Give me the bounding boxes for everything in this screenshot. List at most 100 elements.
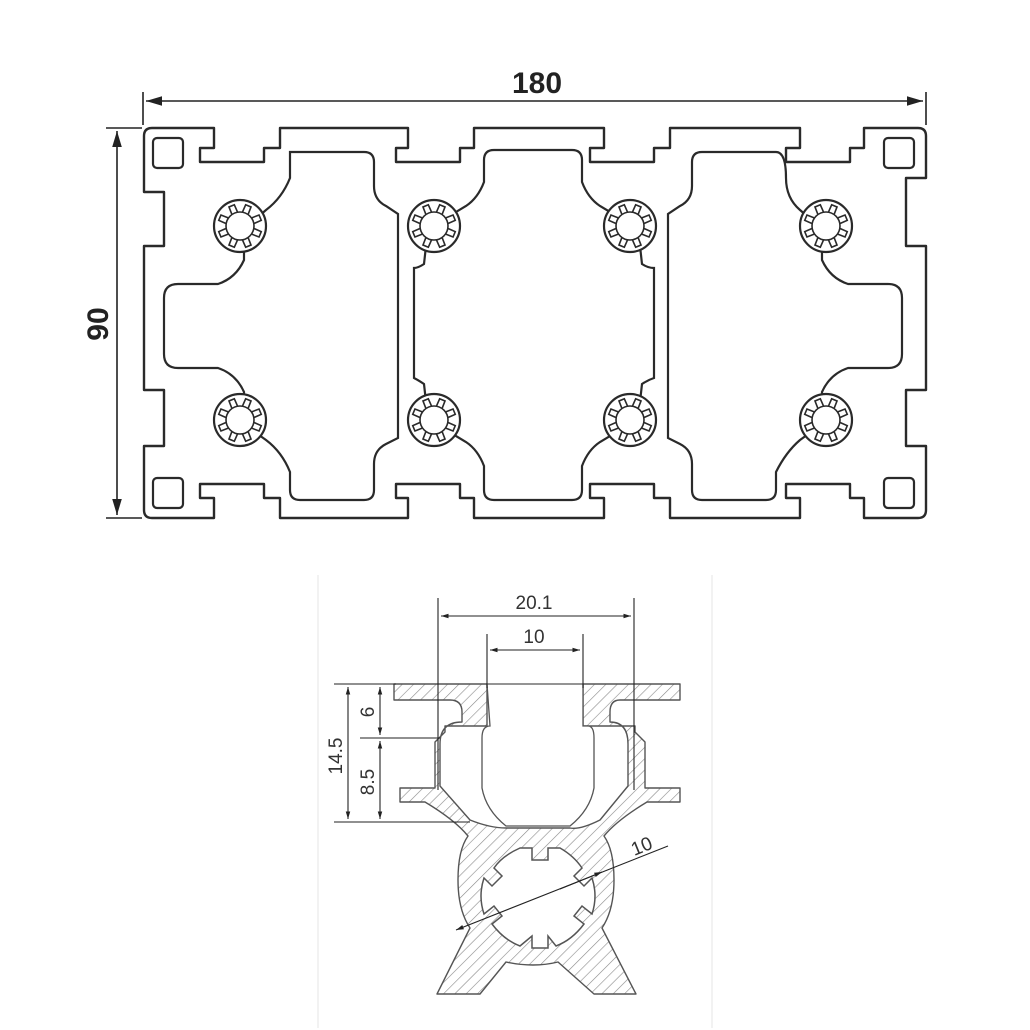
bore-notch xyxy=(813,397,825,409)
bore-notch xyxy=(837,407,849,419)
bore-notch xyxy=(631,237,643,249)
bore-notch xyxy=(827,203,839,215)
bore-notch xyxy=(241,397,253,409)
core-bore xyxy=(212,198,268,254)
bore-notch xyxy=(241,431,253,443)
bore-notch xyxy=(217,227,229,239)
bore-notch xyxy=(827,237,839,249)
core-diameter-arrow xyxy=(559,871,603,890)
bore-notch xyxy=(803,407,815,419)
bore-notch xyxy=(411,213,423,225)
slot-width-label: 10 xyxy=(523,627,544,648)
bore-notch xyxy=(607,227,619,239)
bore-notch xyxy=(607,421,619,433)
slot-opening xyxy=(481,683,595,827)
bore-notch xyxy=(617,397,629,409)
bore-notch xyxy=(631,431,643,443)
core-bore xyxy=(798,392,854,448)
width-label: 180 xyxy=(512,67,562,100)
bore-notch xyxy=(445,227,457,239)
bore-notch xyxy=(421,203,433,215)
corner-square-hole xyxy=(151,136,185,170)
core-bores xyxy=(212,198,854,448)
lower-label: 8.5 xyxy=(358,769,379,795)
bore-notch xyxy=(641,421,653,433)
height-label: 90 xyxy=(82,307,115,340)
upper-label: 6 xyxy=(358,707,379,718)
bore-inner-circle xyxy=(419,405,449,435)
bore-notch xyxy=(827,397,839,409)
bore-notch xyxy=(631,397,643,409)
bore-notch xyxy=(217,407,229,419)
bore-notch xyxy=(803,213,815,225)
bore-notch xyxy=(435,237,447,249)
bore-notch xyxy=(435,203,447,215)
main-profile-view: 180 90 xyxy=(82,67,928,520)
bore-notch xyxy=(217,421,229,433)
core-bore xyxy=(602,198,658,254)
bore-notch xyxy=(813,431,825,443)
bore-notch xyxy=(435,397,447,409)
core-bore xyxy=(406,392,462,448)
bore-notch xyxy=(445,213,457,225)
bore-notch xyxy=(827,431,839,443)
bore-notch xyxy=(813,237,825,249)
bore-teeth xyxy=(217,203,849,443)
corner-square-hole xyxy=(882,136,916,170)
bore-inner-circle xyxy=(615,211,645,241)
bore-notch xyxy=(411,227,423,239)
bore-notch xyxy=(227,397,239,409)
bore-notch xyxy=(411,407,423,419)
bore-notch xyxy=(217,213,229,225)
bore-notch xyxy=(421,431,433,443)
core-bore xyxy=(406,198,462,254)
bore-notch xyxy=(445,421,457,433)
bore-notch xyxy=(227,237,239,249)
corner-square-hole xyxy=(882,476,916,510)
bore-notch xyxy=(641,407,653,419)
bore-notch xyxy=(411,421,423,433)
bore-inner-circle xyxy=(811,211,841,241)
outer-width-label: 20.1 xyxy=(516,593,553,614)
corner-square-hole xyxy=(151,476,185,510)
bore-notch xyxy=(241,237,253,249)
slot-cross-section xyxy=(393,683,681,995)
bore-inner-circle xyxy=(419,211,449,241)
bore-notch xyxy=(227,203,239,215)
bore-notch xyxy=(837,227,849,239)
bore-notch xyxy=(435,431,447,443)
core-bore xyxy=(212,392,268,448)
bore-notch xyxy=(607,213,619,225)
core-diameter-label: 10 xyxy=(628,833,655,860)
bore-notch xyxy=(803,227,815,239)
bore-notch xyxy=(617,431,629,443)
bore-notch xyxy=(837,421,849,433)
bore-notch xyxy=(251,407,263,419)
bore-inner-circle xyxy=(811,405,841,435)
bore-notch xyxy=(803,421,815,433)
total-height-label: 14.5 xyxy=(326,738,347,775)
bore-notch xyxy=(813,203,825,215)
bore-notch xyxy=(837,213,849,225)
core-bore xyxy=(798,198,854,254)
bore-notch xyxy=(641,213,653,225)
bore-notch xyxy=(617,203,629,215)
bore-notch xyxy=(641,227,653,239)
bore-notch xyxy=(421,237,433,249)
bore-notch xyxy=(227,431,239,443)
bore-inner-circle xyxy=(225,405,255,435)
bore-notch xyxy=(445,407,457,419)
bore-notch xyxy=(421,397,433,409)
bore-notch xyxy=(251,421,263,433)
bore-notch xyxy=(241,203,253,215)
bore-notch xyxy=(607,407,619,419)
detail-slot-view: 20.1 10 14.5 6 8.5 10 xyxy=(317,575,713,1028)
bore-notch xyxy=(631,203,643,215)
bore-notch xyxy=(251,227,263,239)
bore-notch xyxy=(251,213,263,225)
bore-inner-circle xyxy=(225,211,255,241)
core-bore xyxy=(602,392,658,448)
bore-inner-circle xyxy=(615,405,645,435)
bore-notch xyxy=(617,237,629,249)
